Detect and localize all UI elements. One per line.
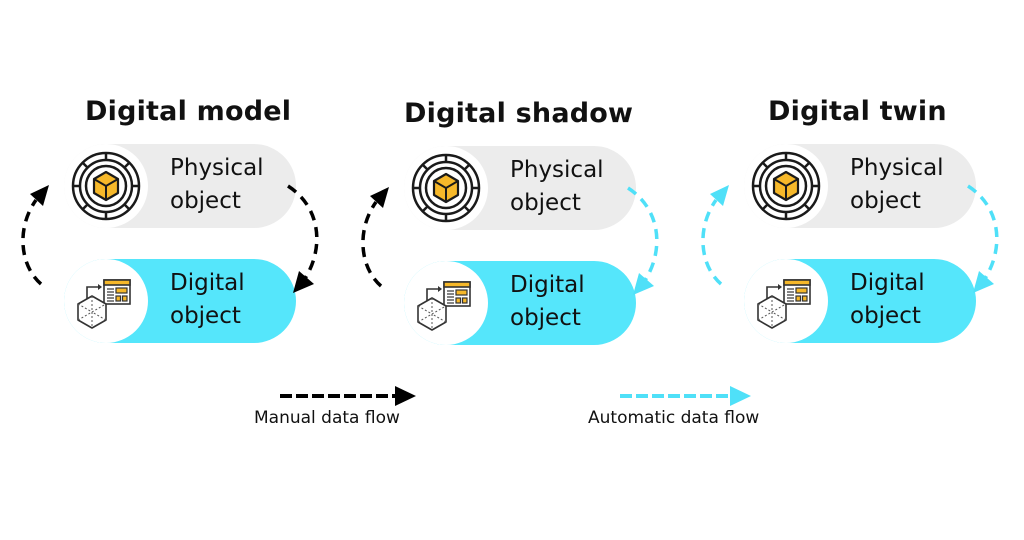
digital-object-node: Digital object	[64, 259, 296, 343]
physical-object-icon	[410, 152, 482, 224]
arrowhead-to-digital	[633, 273, 654, 295]
label-line: Physical	[510, 157, 604, 183]
label-line: object	[510, 190, 581, 216]
digital-object-node: Digital object	[404, 261, 636, 345]
automatic-flow-label: Automatic data flow	[588, 408, 760, 428]
physical-object-label: Physical object	[170, 152, 264, 218]
arrowhead-to-physical	[370, 187, 389, 208]
digital-object-node: Digital object	[744, 259, 976, 343]
arrowhead-to-digital	[973, 271, 994, 293]
label-line: object	[510, 305, 581, 331]
icon-circle	[64, 259, 148, 343]
arrowhead-to-physical	[710, 185, 729, 206]
physical-object-node: Physical object	[64, 144, 296, 228]
icon-circle	[64, 144, 148, 228]
flow-arrow-to-physical	[21, 198, 43, 286]
icon-circle	[744, 144, 828, 228]
label-line: object	[850, 303, 921, 329]
physical-object-icon	[750, 150, 822, 222]
label-line: Digital	[510, 272, 585, 298]
label-line: object	[170, 188, 241, 214]
arrowhead-to-physical	[30, 185, 49, 206]
panel-title: Digital model	[85, 96, 292, 127]
panel-title: Digital twin	[768, 96, 947, 127]
digital-object-label: Digital object	[510, 269, 585, 335]
panel-title: Digital shadow	[404, 98, 634, 129]
physical-object-label: Physical object	[510, 154, 604, 220]
digital-object-icon	[750, 265, 822, 337]
panel-digital-model: Digital model Physical object Digital ob…	[6, 0, 346, 360]
flow-arrow-to-physical	[361, 200, 383, 288]
icon-circle	[744, 259, 828, 343]
label-line: Physical	[850, 155, 944, 181]
arrowhead-to-digital	[293, 271, 314, 293]
digital-object-label: Digital object	[170, 267, 245, 333]
physical-object-node: Physical object	[744, 144, 976, 228]
flow-arrow-to-physical	[701, 198, 723, 286]
panel-digital-shadow: Digital shadow Physical object Digital o…	[346, 0, 686, 360]
label-line: Physical	[170, 155, 264, 181]
digital-object-label: Digital object	[850, 267, 925, 333]
panel-digital-twin: Digital twin Physical object Digital obj…	[686, 0, 1024, 360]
label-line: Digital	[170, 270, 245, 296]
label-line: object	[170, 303, 241, 329]
icon-circle	[404, 146, 488, 230]
physical-object-label: Physical object	[850, 152, 944, 218]
icon-circle	[404, 261, 488, 345]
digital-object-icon	[410, 267, 482, 339]
physical-object-icon	[70, 150, 142, 222]
digital-object-icon	[70, 265, 142, 337]
physical-object-node: Physical object	[404, 146, 636, 230]
manual-flow-arrow-icon	[280, 386, 416, 406]
automatic-flow-arrow-icon	[620, 386, 751, 406]
label-line: object	[850, 188, 921, 214]
label-line: Digital	[850, 270, 925, 296]
manual-flow-label: Manual data flow	[254, 408, 400, 428]
